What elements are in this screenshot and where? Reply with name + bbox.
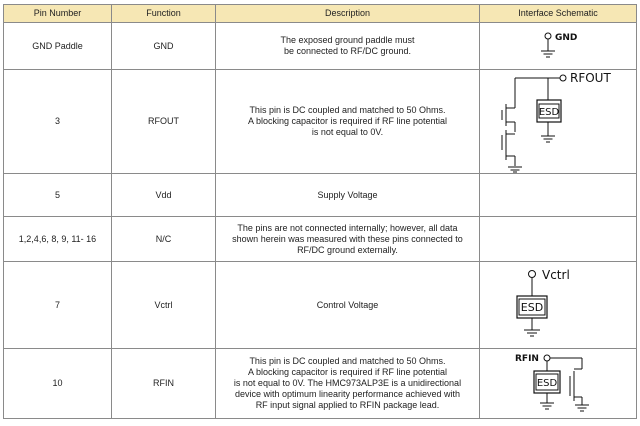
esd-block-icon: ESD <box>536 99 562 123</box>
ground-symbol-icon <box>541 135 555 143</box>
description-cell: Control Voltage <box>215 261 480 349</box>
description-text: This pin is DC coupled and matched to 50… <box>233 356 462 410</box>
description-text: Control Voltage <box>316 299 379 310</box>
table-row: 1,2,4,6, 8, 9, 11- 16 N/C The pins are n… <box>3 216 637 262</box>
table-header-row: Pin Number Function Description Interfac… <box>3 4 637 23</box>
esd-label: ESD <box>539 107 560 118</box>
esd-label: ESD <box>537 378 558 389</box>
vctrl-schematic: Vctrl ESD <box>516 268 570 337</box>
function-cell: Vdd <box>111 173 216 217</box>
description-cell: This pin is DC coupled and matched to 50… <box>215 69 480 174</box>
schematic-cell <box>479 216 637 262</box>
schematic-cell <box>479 173 637 217</box>
fet-transistor-icon <box>569 368 583 405</box>
function-cell: RFOUT <box>111 69 216 174</box>
pin-number-cell: 7 <box>3 261 112 349</box>
table-row: 7 Vctrl Control Voltage Vctrl ESD <box>3 261 637 349</box>
pin-number-cell: GND Paddle <box>3 22 112 70</box>
function-cell: Vctrl <box>111 261 216 349</box>
description-text: The exposed ground paddle must be connec… <box>280 35 415 56</box>
schematic-cell: RFOUT <box>479 69 637 174</box>
description-cell: Supply Voltage <box>215 173 480 217</box>
description-cell: The exposed ground paddle must be connec… <box>215 22 480 70</box>
pin-terminal-icon <box>559 74 567 82</box>
schematic-label: Vctrl <box>542 268 570 282</box>
pin-terminal-icon <box>528 270 536 278</box>
pin-description-table: Pin Number Function Description Interfac… <box>3 4 637 419</box>
table-row: 5 Vdd Supply Voltage <box>3 173 637 217</box>
header-function: Function <box>111 4 216 23</box>
description-cell: The pins are not connected internally; h… <box>215 216 480 262</box>
pin-description-table-container: Pin Number Function Description Interfac… <box>3 4 637 419</box>
ground-symbol-icon <box>524 329 540 337</box>
description-text: This pin is DC coupled and matched to 50… <box>247 105 448 137</box>
pin-number-cell: 1,2,4,6, 8, 9, 11- 16 <box>3 216 112 262</box>
header-description: Description <box>215 4 480 23</box>
function-cell: RFIN <box>111 348 216 419</box>
schematic-label: GND <box>555 33 577 43</box>
rfout-schematic: RFOUT <box>501 71 611 173</box>
gnd-schematic: GND <box>541 32 577 58</box>
pin-terminal-icon <box>544 32 552 40</box>
esd-block-icon: ESD <box>533 370 561 394</box>
schematic-label: RFIN <box>515 354 539 364</box>
rfin-schematic: RFIN ESD <box>515 354 589 412</box>
table-row: GND Paddle GND The exposed ground paddle… <box>3 22 637 70</box>
schematic-cell: Vctrl ESD <box>479 261 637 349</box>
pin-terminal-icon <box>543 354 551 362</box>
table-row: 3 RFOUT This pin is DC coupled and match… <box>3 69 637 174</box>
pin-number-cell: 3 <box>3 69 112 174</box>
pin-number-cell: 10 <box>3 348 112 419</box>
ground-symbol-icon <box>508 166 522 173</box>
table-row: 10 RFIN This pin is DC coupled and match… <box>3 348 637 419</box>
function-cell: N/C <box>111 216 216 262</box>
ground-symbol-icon <box>541 50 555 58</box>
header-pin-number: Pin Number <box>3 4 112 23</box>
pin-number-cell: 5 <box>3 173 112 217</box>
ground-symbol-icon <box>575 404 589 412</box>
schematic-label: RFOUT <box>570 71 611 85</box>
description-text: Supply Voltage <box>317 189 378 200</box>
function-cell: GND <box>111 22 216 70</box>
schematic-cell: RFIN ESD <box>479 348 637 419</box>
esd-block-icon: ESD <box>516 295 548 319</box>
esd-label: ESD <box>521 301 543 314</box>
description-cell: This pin is DC coupled and matched to 50… <box>215 348 480 419</box>
ground-symbol-icon <box>540 402 554 410</box>
header-interface-schematic: Interface Schematic <box>479 4 637 23</box>
description-text: The pins are not connected internally; h… <box>232 222 463 255</box>
schematic-cell: GND <box>479 22 637 70</box>
fet-transistor-icon <box>501 104 516 166</box>
